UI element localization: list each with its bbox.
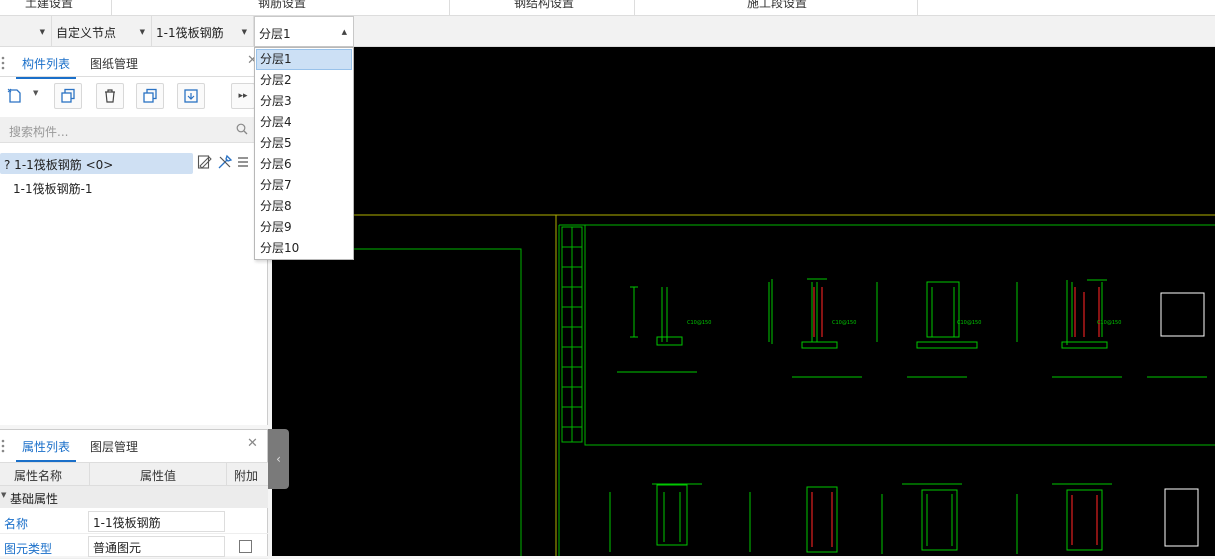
detail-row-1 [617, 278, 1207, 378]
cad-labels: C10@150 C10@150 C10@150 C10@150 [687, 320, 1121, 326]
tree-item[interactable]: 1-1筏板钢筋-1 [13, 182, 93, 196]
layer-label: 分层1 [259, 27, 291, 41]
filter-bar: ▼ 自定义节点 ▼ 1-1筏板钢筋 ▼ 分层1 ▲ [0, 16, 1215, 47]
trash-icon [105, 89, 115, 103]
rebar-red [813, 287, 1100, 337]
component-panel: 构件列表 图纸管理 ✕ ▼ ▸▸ 搜索构件... ? 1-1筏板钢筋 <0> [0, 47, 268, 425]
property-value-field[interactable]: 1-1筏板钢筋 [88, 511, 225, 532]
layer-option[interactable]: 分层5 [260, 136, 292, 150]
column-header: 附加 [234, 469, 259, 483]
menu-construction-settings[interactable]: 施工段设置 [747, 0, 808, 10]
rebar-red-2 [811, 492, 1098, 547]
close-icon[interactable]: ✕ [247, 53, 258, 68]
tab-layer-management[interactable]: 图层管理 [90, 440, 139, 454]
caret-down-icon: ▼ [1, 491, 7, 499]
tree-item-label: ? 1-1筏板钢筋 <0> [4, 158, 114, 172]
property-row: 名称 1-1筏板钢筋 [0, 510, 268, 534]
caret-up-icon: ▲ [341, 27, 347, 36]
copy-component-button[interactable] [54, 83, 82, 109]
layer-option[interactable]: 分层2 [260, 73, 292, 87]
layer-option[interactable]: 分层8 [260, 199, 292, 213]
property-name: 名称 [4, 517, 29, 531]
tools-icon[interactable] [217, 154, 233, 170]
search-icon[interactable] [236, 123, 248, 135]
tab-property-list[interactable]: 属性列表 [15, 440, 77, 462]
layer-option[interactable]: 分层3 [260, 94, 292, 108]
property-grid-header: 属性名称 属性值 附加 [0, 462, 268, 487]
collapse-panel-button[interactable]: ‹ [268, 429, 289, 489]
caret-down-icon: ▼ [139, 27, 145, 36]
grip-icon[interactable] [0, 55, 6, 71]
property-row: 图元类型 普通图元 [0, 535, 268, 559]
copy-icon [61, 88, 75, 103]
layer-dropdown: 分层1 分层2 分层3 分层4 分层5 分层6 分层7 分层8 分层9 分层10 [254, 47, 354, 260]
svg-text:C10@150: C10@150 [832, 320, 856, 326]
column-header: 属性名称 [14, 469, 63, 483]
layers-copy-icon [143, 88, 157, 103]
extra-checkbox[interactable] [239, 540, 252, 553]
cad-canvas[interactable]: C10@150 C10@150 C10@150 C10@150 [272, 47, 1215, 556]
caret-down-icon: ▼ [39, 27, 45, 36]
search-input[interactable]: 搜索构件... [9, 125, 69, 139]
tab-drawing-management[interactable]: 图纸管理 [90, 57, 139, 71]
node-type-label: 自定义节点 [56, 26, 117, 40]
svg-text:C10@150: C10@150 [687, 320, 711, 326]
column-header: 属性值 [140, 469, 177, 483]
double-chevron-right-icon: ▸▸ [238, 91, 248, 101]
layer-option[interactable]: 分层7 [260, 178, 292, 192]
caret-down-icon[interactable]: ▼ [33, 89, 39, 97]
layer-option[interactable]: 分层9 [260, 220, 292, 234]
component-label: 1-1筏板钢筋 [156, 26, 224, 40]
frame-lines [272, 214, 1215, 556]
menu-steel-settings[interactable]: 钢结构设置 [514, 0, 575, 10]
layer-option[interactable]: 分层6 [260, 157, 292, 171]
list-settings-icon[interactable] [237, 154, 253, 170]
import-button[interactable] [177, 83, 205, 109]
close-icon[interactable]: ✕ [247, 436, 258, 451]
layer-option[interactable]: 分层10 [260, 241, 300, 255]
layer-option[interactable]: 分层1 [256, 49, 352, 70]
chevron-left-icon: ‹ [276, 452, 281, 466]
layer-combo[interactable]: 分层1 ▲ [254, 16, 354, 47]
new-file-icon [7, 88, 21, 103]
svg-text:C10@150: C10@150 [957, 320, 981, 326]
property-group[interactable]: ▼ 基础属性 [0, 486, 268, 508]
tab-component-list[interactable]: 构件列表 [15, 57, 77, 79]
detail-row-2 [609, 483, 1199, 554]
duplicate-layer-button[interactable] [136, 83, 164, 109]
node-type-combo[interactable]: 自定义节点 ▼ [52, 16, 152, 47]
property-panel: 属性列表 图层管理 ✕ 属性名称 属性值 附加 ▼ 基础属性 名称 1-1筏板钢… [0, 429, 268, 559]
new-component-button[interactable] [4, 83, 26, 109]
component-tabs: 构件列表 图纸管理 ✕ [0, 47, 268, 79]
component-combo[interactable]: 1-1筏板钢筋 ▼ [152, 16, 254, 47]
menu-rebar-settings[interactable]: 钢筋设置 [258, 0, 307, 10]
top-menu-bar: 土建设置 钢筋设置 钢结构设置 施工段设置 [0, 0, 1215, 16]
import-icon [184, 89, 198, 103]
cad-drawing[interactable]: C10@150 C10@150 C10@150 C10@150 [272, 47, 1215, 556]
svg-text:C10@150: C10@150 [1097, 320, 1121, 326]
drawing-borders [272, 224, 1215, 556]
more-tools-button[interactable]: ▸▸ [231, 83, 255, 109]
property-group-label: 基础属性 [10, 492, 59, 506]
edit-rebar-icon[interactable] [197, 154, 213, 170]
property-value-field[interactable]: 普通图元 [88, 536, 225, 557]
layer-option[interactable]: 分层4 [260, 115, 292, 129]
tree-item-selected[interactable]: ? 1-1筏板钢筋 <0> [0, 153, 193, 174]
delete-component-button[interactable] [96, 83, 124, 109]
search-box[interactable]: 搜索构件... [0, 117, 256, 143]
caret-down-icon: ▼ [241, 27, 247, 36]
menu-civil-settings[interactable]: 土建设置 [25, 0, 74, 10]
property-name: 图元类型 [4, 542, 53, 556]
row-actions [197, 154, 253, 170]
component-toolbar: ▼ ▸▸ [0, 83, 268, 111]
floor-combo[interactable]: ▼ [0, 16, 52, 47]
grip-icon[interactable] [0, 438, 6, 454]
